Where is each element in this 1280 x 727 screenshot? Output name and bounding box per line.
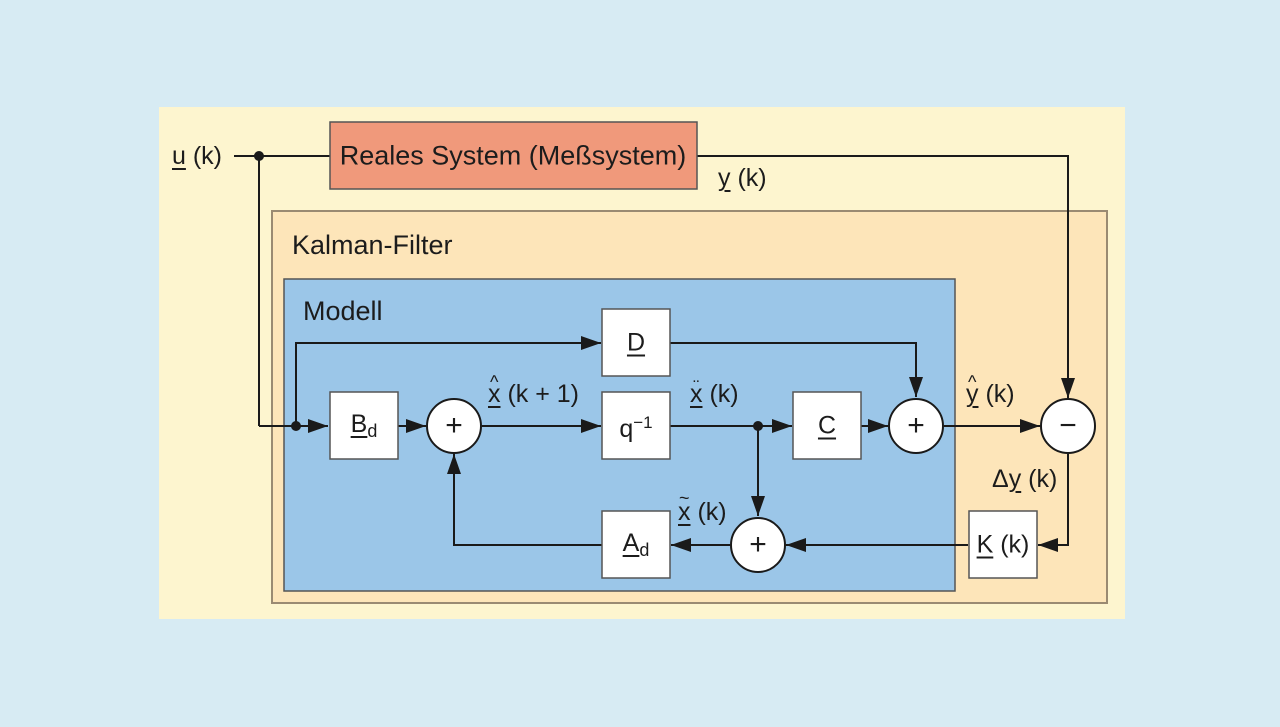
feedback-arrow <box>447 454 602 546</box>
delay-exponent: −1 <box>633 413 653 432</box>
junction-dot-icon <box>753 421 763 431</box>
ad-symbol: A <box>622 529 640 557</box>
signal-x-next-symbol: x <box>488 382 501 407</box>
signal-delta-symbol: Δ <box>992 465 1009 493</box>
signal-x-symbol: x <box>690 382 703 407</box>
sum-input-sign: + <box>445 409 463 442</box>
k-symbol: K <box>976 530 994 559</box>
sum-feedback-circle <box>730 517 786 573</box>
signal-x-argument: (k) <box>702 380 739 408</box>
signal-u: u (k) <box>172 144 222 169</box>
d-symbol: D <box>626 328 646 357</box>
difference-to-k-arrow <box>1038 454 1069 552</box>
sum-output-circle <box>888 398 944 454</box>
signal-x-tilde-symbol: x <box>678 500 691 525</box>
junction-dot-icon <box>291 421 301 431</box>
model-title: Modell <box>303 296 383 326</box>
kalman-filter-title: Kalman-Filter <box>292 230 453 260</box>
k-argument: (k) <box>993 530 1030 559</box>
signal-delta-y-symbol: y <box>1008 465 1022 493</box>
signal-x-tilde: x (k) <box>678 500 727 525</box>
signal-y-hat-symbol: y <box>966 382 979 407</box>
k-label: K (k) <box>976 530 1030 559</box>
c-symbol: C <box>817 411 837 440</box>
ad-subscript: d <box>639 540 650 560</box>
signal-y: y (k) <box>718 166 767 191</box>
d-label: D <box>626 328 646 357</box>
signal-x-next: x (k + 1) <box>488 382 579 407</box>
signal-x-tilde-argument: (k) <box>690 498 727 526</box>
delay-label: q−1 <box>619 414 652 442</box>
difference-circle <box>1040 398 1096 454</box>
measurement-arrow <box>697 155 1075 398</box>
signal-x-next-argument: (k + 1) <box>500 380 579 408</box>
real-system-block <box>329 121 698 190</box>
signal-delta-y: Δy (k) <box>992 467 1057 492</box>
delay-symbol: q <box>619 415 634 443</box>
signal-lines <box>234 155 1075 552</box>
difference-sign: − <box>1059 409 1077 442</box>
sum-feedback-sign: + <box>749 528 767 561</box>
d-to-sum-arrow <box>670 342 923 397</box>
delay-block <box>601 391 671 460</box>
signal-x: x (k) <box>690 382 739 407</box>
c-block <box>792 391 862 460</box>
signal-y-symbol: y <box>718 164 731 192</box>
to-d-arrow <box>295 336 601 426</box>
d-block <box>601 308 671 377</box>
sum-input-circle <box>426 398 482 454</box>
junction-dot-icon <box>254 151 264 161</box>
c-label: C <box>817 411 837 440</box>
signal-y-hat-argument: (k) <box>978 380 1015 408</box>
signal-delta-y-argument: (k) <box>1021 465 1058 493</box>
signal-u-symbol: u <box>172 142 186 170</box>
ad-block <box>601 510 671 579</box>
bd-subscript: d <box>367 421 378 441</box>
bd-symbol: B <box>350 410 368 438</box>
signal-u-argument: (k) <box>185 142 223 170</box>
signal-y-argument: (k) <box>730 164 767 192</box>
real-system-label: Reales System (Meßsystem) <box>339 140 687 171</box>
bd-block <box>329 391 399 460</box>
signal-y-hat: y (k) <box>966 382 1015 407</box>
bd-label: Bd <box>350 410 378 441</box>
k-block <box>968 510 1038 579</box>
sum-output-sign: + <box>907 409 925 442</box>
ad-label: Ad <box>622 529 650 560</box>
